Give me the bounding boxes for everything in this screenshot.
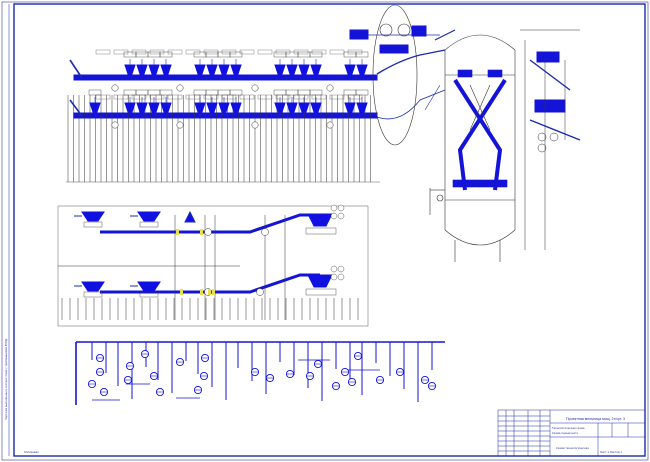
sifter-icon <box>74 281 105 298</box>
central-connection <box>349 4 456 146</box>
roller-mill-icon <box>217 51 231 75</box>
sifter-body <box>444 34 516 246</box>
scale-icon <box>184 210 196 223</box>
side-note: Чертежи выполнены в соответствии с требо… <box>4 339 8 420</box>
roller-mill-icon <box>273 89 287 113</box>
roller-mill-icon <box>159 51 173 75</box>
roller-mill-icon <box>273 51 287 75</box>
accent-marks <box>176 229 215 295</box>
title-line-1: Проектная мельница мощ. 2т/сут. 3 <box>566 417 625 421</box>
cyclone-icon <box>305 204 345 235</box>
gauge-icon <box>204 228 212 236</box>
roller-mill-icon <box>343 51 357 75</box>
roller-mill-icon <box>147 51 161 75</box>
gauge-icon <box>326 84 334 92</box>
lower-conveyor <box>73 112 378 119</box>
separators <box>74 210 196 298</box>
stamp-text: Копировал <box>24 450 39 454</box>
aspiration-bus-diagram <box>75 341 445 405</box>
gauge-icon <box>111 121 119 129</box>
gauge-icon <box>256 288 264 296</box>
roller-mill-icon <box>123 89 137 113</box>
cleaning-section <box>57 204 369 327</box>
roller-mill-icon <box>229 51 243 75</box>
bus-verticals <box>91 342 433 402</box>
roller-mill-icon <box>343 89 357 113</box>
footer-note: Лист 1 Листов 1 <box>600 450 622 454</box>
gauge-icon <box>326 121 334 129</box>
roller-mill-icon <box>355 51 369 75</box>
roller-mill-icon <box>135 89 149 113</box>
right-aspiration-units <box>520 29 581 250</box>
gauge-icon <box>251 121 259 129</box>
sifter-icon <box>130 281 161 298</box>
roller-mill-icon <box>309 89 323 113</box>
roller-mill-icon <box>355 89 369 113</box>
cyclone-clusters <box>305 204 345 296</box>
title-block-frame <box>497 409 646 457</box>
roller-mills-upper-row <box>111 51 369 92</box>
large-sifter-unit <box>429 34 516 262</box>
roller-mill-icon <box>217 89 231 113</box>
drop-pipes-middle <box>61 215 359 320</box>
top-labels <box>95 49 363 100</box>
roller-mill-icon <box>205 51 219 75</box>
roller-mill-icon <box>297 51 311 75</box>
bus-nodes <box>87 349 437 397</box>
roller-mill-icon <box>309 51 323 75</box>
silo-outline <box>372 4 418 146</box>
roller-mill-icon <box>297 89 311 113</box>
upper-conveyor <box>73 74 378 81</box>
roller-mill-section <box>66 49 380 183</box>
gauge-icon <box>176 84 184 92</box>
title-line-2: Технологическая схема <box>552 426 585 430</box>
roller-mill-icon <box>135 51 149 75</box>
roller-mill-icon <box>88 89 102 113</box>
title-block <box>497 409 646 457</box>
sifter-icon <box>130 211 161 228</box>
roller-mill-icon <box>147 89 161 113</box>
drawing-frame <box>13 3 646 457</box>
gauge-icon <box>111 84 119 92</box>
feeder-top <box>349 29 369 40</box>
title-line-4: Схема технологическая <box>556 446 589 450</box>
title-line-3: Схема пшеничного <box>552 431 579 435</box>
gauge-icon <box>176 121 184 129</box>
gauge-icon <box>261 228 269 236</box>
gauge-icon <box>251 84 259 92</box>
cyclone-icon <box>305 265 345 296</box>
sifter-icon <box>74 211 105 228</box>
roller-mill-icon <box>159 89 173 113</box>
